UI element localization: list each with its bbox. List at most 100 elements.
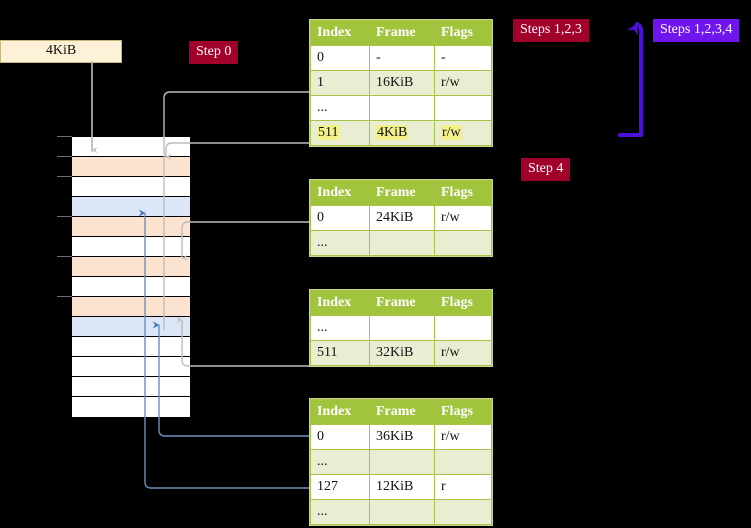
cell-frame: 12KiB	[369, 474, 435, 500]
memory-row-5	[72, 237, 190, 257]
cell-index: 0	[310, 424, 370, 450]
memory-row-1	[72, 157, 190, 177]
column-header-index: Index	[310, 20, 370, 46]
memory-row-13	[72, 397, 190, 417]
memory-row-0	[72, 137, 190, 157]
cell-index: 511	[310, 340, 370, 366]
cell-flags: r/w	[434, 70, 492, 96]
column-header-frame: Frame	[369, 20, 435, 46]
cell-index: 127	[310, 474, 370, 500]
column-header-index: Index	[310, 290, 370, 316]
cell-frame	[369, 230, 435, 256]
memory-frame-grid	[71, 136, 191, 417]
column-header-frame: Frame	[369, 180, 435, 206]
column-header-flags: Flags	[434, 180, 492, 206]
cell-flags	[434, 95, 492, 121]
column-header-index: Index	[310, 180, 370, 206]
cell-index: ...	[310, 449, 370, 475]
table-row: ...	[310, 499, 492, 525]
cell-flags: r/w	[434, 340, 492, 366]
cell-flags: -	[434, 45, 492, 71]
memory-row-7	[72, 277, 190, 297]
table-row: ...	[310, 230, 492, 256]
badge-steps-1-2-3-4: Steps 1,2,3,4	[653, 19, 740, 42]
badge-step-4: Step 4	[521, 158, 571, 181]
cell-frame: 24KiB	[369, 205, 435, 231]
cell-frame: -	[369, 45, 435, 71]
column-header-index: Index	[310, 399, 370, 425]
cell-index: ...	[310, 230, 370, 256]
memory-row-6	[72, 257, 190, 277]
memory-row-12	[72, 377, 190, 397]
cell-frame	[369, 449, 435, 475]
highlighted-value: 4KiB	[376, 125, 409, 140]
cell-frame: 4KiB	[369, 120, 435, 146]
table-row: ...	[310, 95, 492, 121]
memory-row-11	[72, 357, 190, 377]
memory-row-9	[72, 317, 190, 337]
memory-row-tick-0	[57, 136, 72, 137]
memory-row-tick-1	[57, 156, 72, 157]
column-header-flags: Flags	[434, 20, 492, 46]
connector-table2-row0-to-frame	[181, 221, 310, 262]
memory-row-4	[72, 217, 190, 237]
table-row: 0--	[310, 45, 492, 71]
memory-row-tick-8	[57, 296, 72, 297]
column-header-flags: Flags	[434, 290, 492, 316]
arrow-steps-progression	[618, 22, 643, 137]
table-row: ...	[310, 449, 492, 475]
column-header-frame: Frame	[369, 290, 435, 316]
table-row: 511 4KiB r/w	[310, 120, 492, 146]
column-header-frame: Frame	[369, 399, 435, 425]
cell-index: ...	[310, 315, 370, 341]
connector-table3-row511-to-frame	[176, 316, 310, 367]
memory-row-8	[72, 297, 190, 317]
column-header-flags: Flags	[434, 399, 492, 425]
cell-frame: 16KiB	[369, 70, 435, 96]
badge-step-0: Step 0	[189, 41, 239, 64]
cell-frame: 32KiB	[369, 340, 435, 366]
cell-index: ...	[310, 499, 370, 525]
cell-index: 1	[310, 70, 370, 96]
memory-row-tick-2	[57, 176, 72, 177]
cell-flags: r/w	[434, 120, 492, 146]
cell-flags	[434, 315, 492, 341]
cell-index: 511	[310, 120, 370, 146]
memory-row-tick-4	[57, 216, 72, 217]
highlighted-value: 511	[317, 125, 340, 140]
cell-flags	[434, 499, 492, 525]
memory-row-tick-6	[57, 256, 72, 257]
cell-flags: r/w	[434, 205, 492, 231]
cell-flags: r	[434, 474, 492, 500]
cell-index: 0	[310, 205, 370, 231]
cell-index: 0	[310, 45, 370, 71]
highlighted-value: r/w	[441, 125, 462, 140]
memory-row-3	[72, 197, 190, 217]
cell-frame	[369, 499, 435, 525]
table-row: ...	[310, 315, 492, 341]
memory-row-2	[72, 177, 190, 197]
badge-steps-1-2-3: Steps 1,2,3	[513, 19, 589, 42]
cell-flags	[434, 230, 492, 256]
cell-index: ...	[310, 95, 370, 121]
cell-frame: 36KiB	[369, 424, 435, 450]
cell-frame	[369, 315, 435, 341]
cell-flags: r/w	[434, 424, 492, 450]
memory-row-10	[72, 337, 190, 357]
frame-4kib-box: 4KiB	[0, 40, 122, 63]
cell-flags	[434, 449, 492, 475]
